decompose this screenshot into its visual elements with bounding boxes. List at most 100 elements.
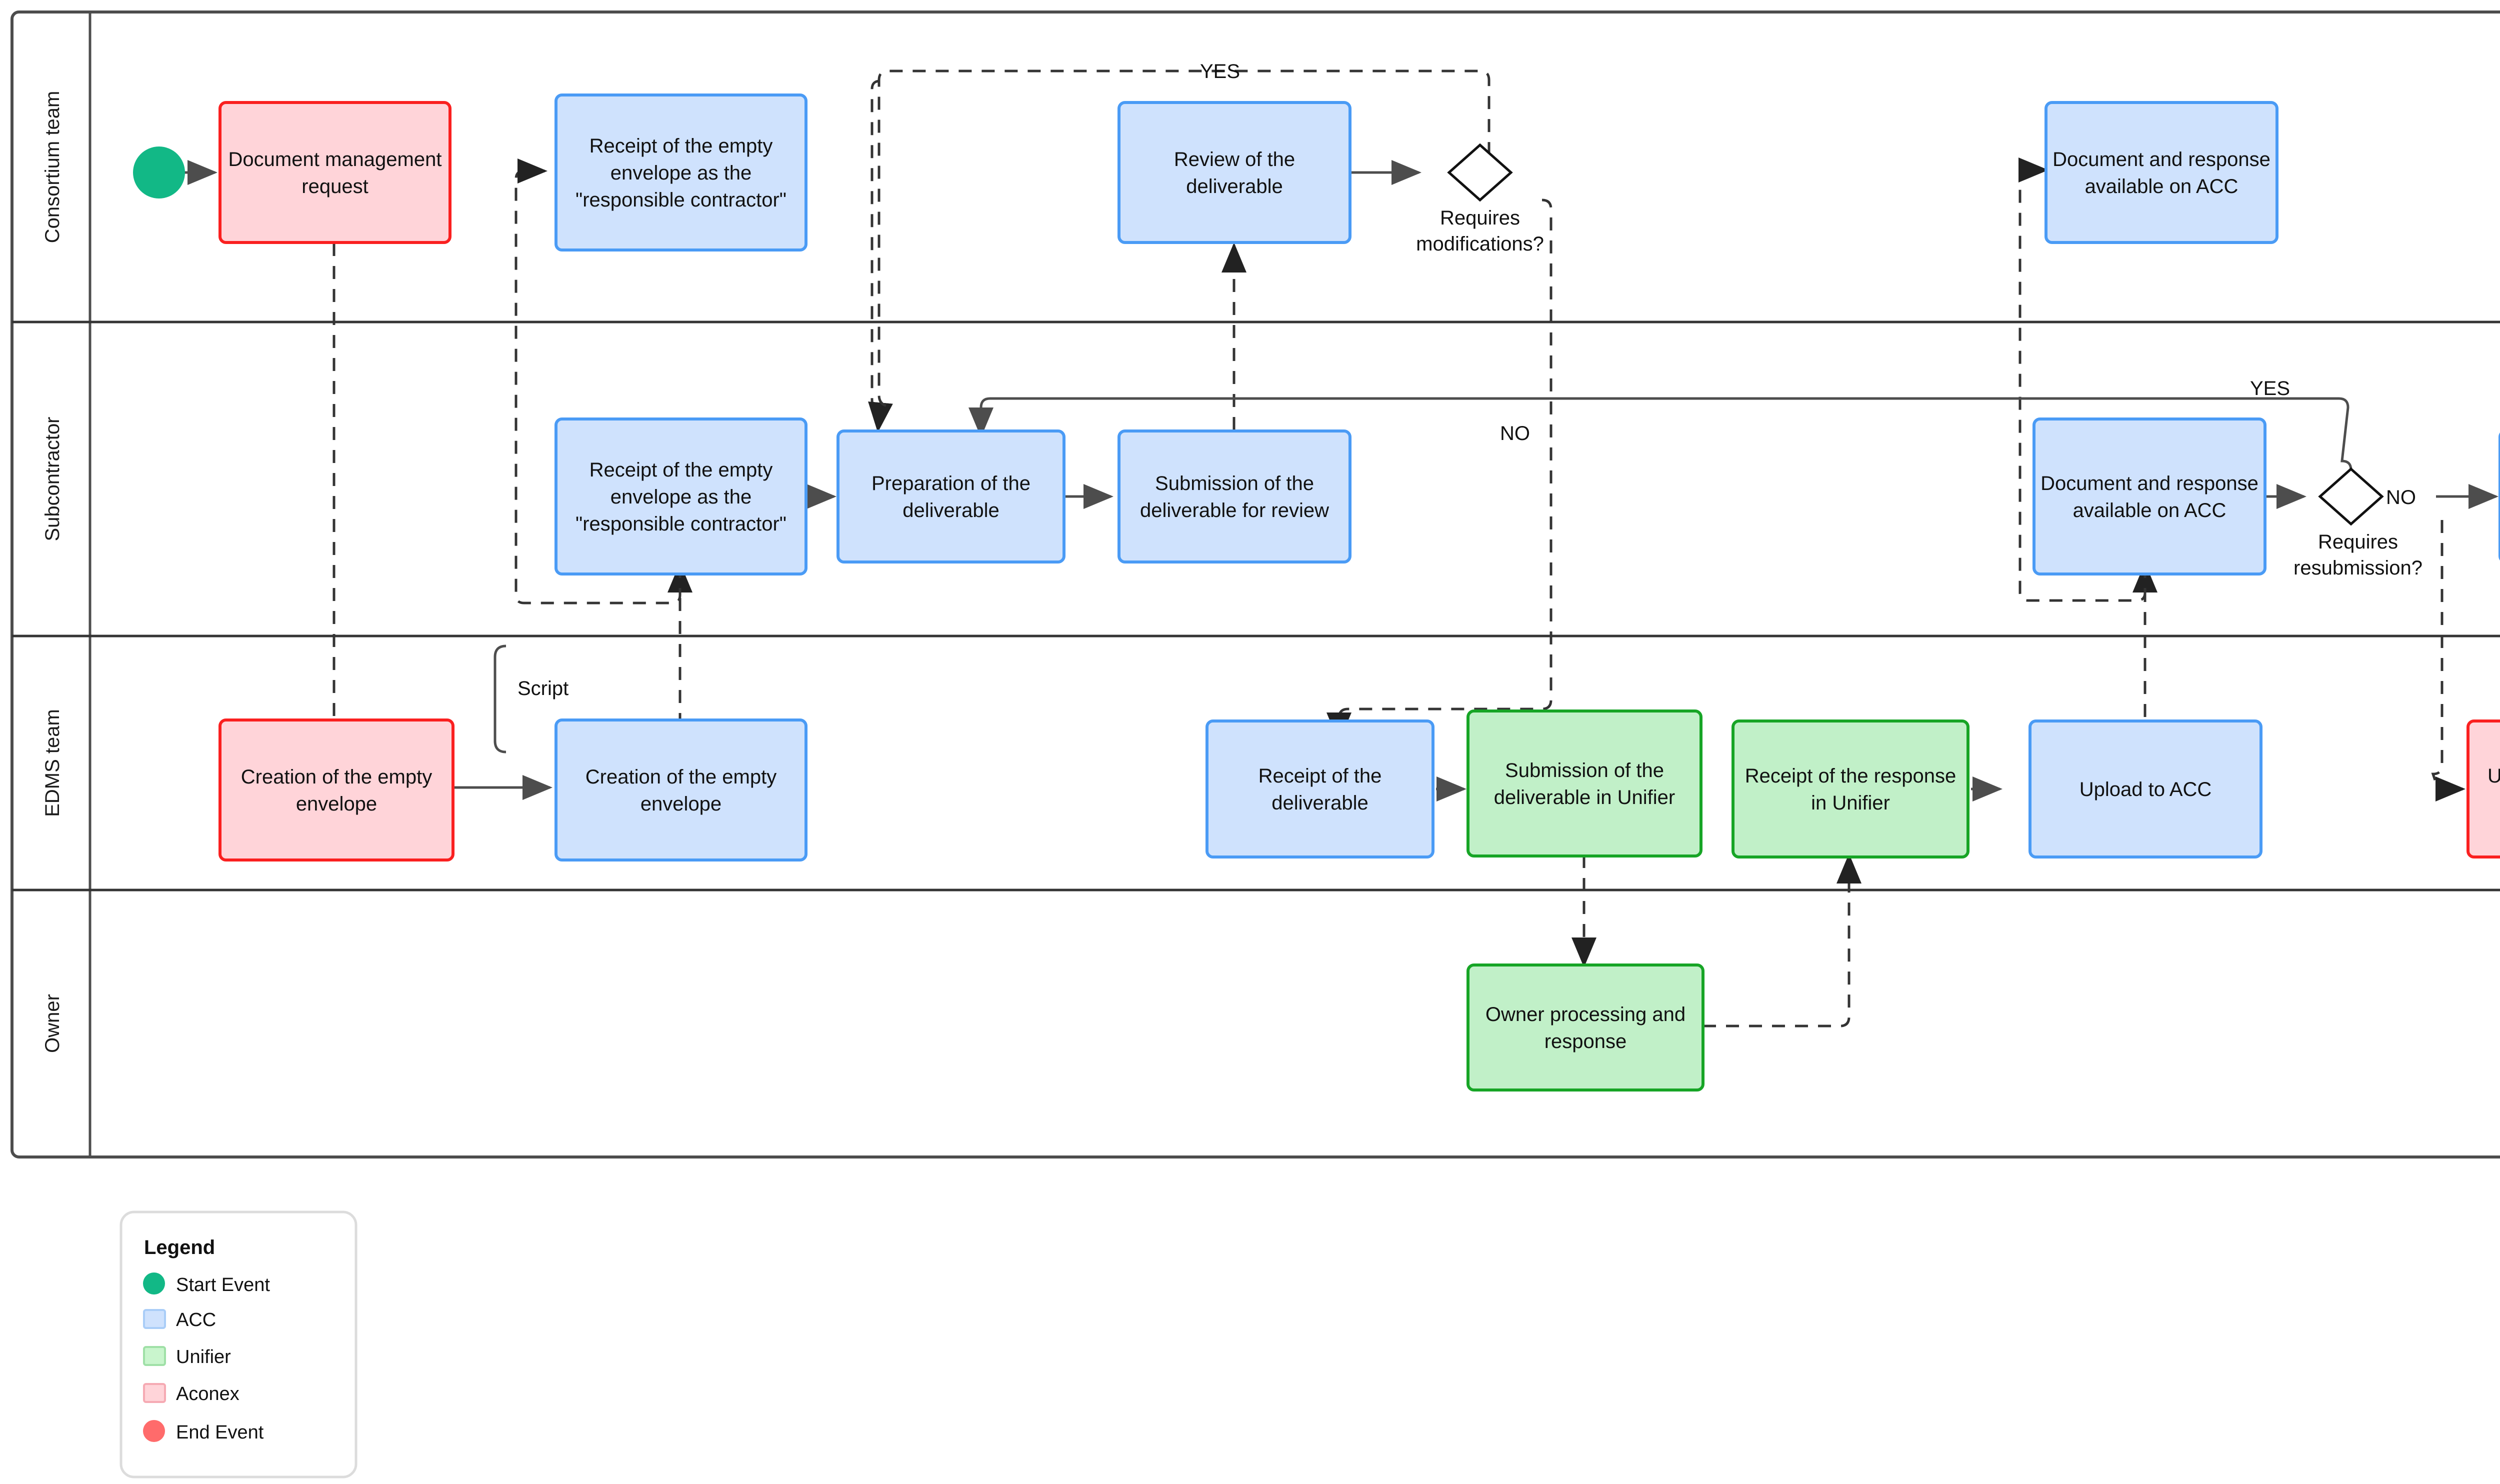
task-label: Document management request (228, 148, 442, 198)
task-label: Receipt of the empty envelope as the "re… (576, 135, 786, 211)
legend-label: End Event (176, 1422, 264, 1443)
task-box[interactable] (554, 94, 808, 252)
lane-label-consortium-team: Consortium team (42, 91, 64, 244)
task-label: Owner processing and response (1485, 1004, 1686, 1052)
task-label-wrap: Document and response available on ACC (2040, 472, 2258, 522)
node-document-response-available-acc-consortium[interactable]: Document and response available on ACC (2044, 101, 2278, 244)
node-receipt-empty-envelope-consortium[interactable]: Receipt of the empty envelope as the "re… (554, 94, 808, 252)
pool (10, 10, 2500, 1158)
task-box[interactable] (1466, 710, 1702, 858)
lane-label-edms-team: EDMS team (42, 709, 64, 817)
start-event-icon[interactable] (133, 146, 185, 198)
node-review-of-the-deliverable[interactable]: Review of the deliverable (1118, 101, 1352, 244)
edge-label-no-modifications: NO (1500, 422, 1530, 444)
legend-title: Legend (144, 1236, 215, 1258)
node-document-management-request[interactable]: Document management request (218, 101, 452, 244)
task-label-wrap: Submission of the deliverable in Unifier (1494, 760, 1676, 808)
node-preparation-of-the-deliverable[interactable]: Preparation of the deliverable (836, 430, 1066, 564)
node-requires-resubmission-gateway[interactable]: Requires resubmission? (2260, 467, 2456, 599)
task-label-wrap: Document management request (228, 148, 442, 198)
task-label: Preparation of the deliverable (872, 472, 1030, 522)
flow-document-response-subcontractor-to-consortium (2018, 158, 2146, 602)
node-upload-to-acc[interactable]: Upload to ACC (2028, 720, 2262, 858)
gateway-label: Requires resubmission? (2294, 531, 2422, 579)
task-box[interactable] (1466, 964, 1704, 1092)
legend-swatch-end-event-icon (143, 1420, 165, 1442)
gateway-label-wrap: Requires modifications? (1416, 207, 1544, 255)
task-label: Review of the deliverable (1174, 148, 1296, 198)
node-requires-modifications-gateway[interactable]: Requires modifications? (1380, 143, 1580, 270)
task-label: Receipt of the deliverable (1258, 765, 1382, 814)
task-box[interactable] (1732, 720, 1970, 858)
task-box[interactable] (2466, 720, 2500, 858)
task-label-wrap: Creation of the empty envelope (585, 766, 777, 815)
lane-label-subcontractor: Subcontractor (42, 416, 64, 541)
task-box[interactable] (554, 418, 808, 576)
flow-receipt-envelope-subcontractor-to-consortium (514, 158, 682, 604)
task-label-wrap: Submission of the deliverable for review (1140, 472, 1329, 522)
task-label: Upload for archiving in Aconex (2488, 765, 2500, 787)
legend-item-end-event: End Event (143, 1420, 264, 1443)
legend-label: Unifier (176, 1346, 231, 1368)
task-box[interactable] (2028, 720, 2262, 858)
node-submission-deliverable-unifier[interactable]: Submission of the deliverable in Unifier (1466, 710, 1702, 858)
legend-swatch-aconex-icon (143, 1383, 166, 1403)
node-owner-processing-and-response[interactable]: Owner processing and response (1466, 964, 1704, 1092)
task-label-wrap: Preparation of the deliverable (872, 472, 1030, 522)
task-box[interactable] (2032, 418, 2266, 576)
node-start-event[interactable] (133, 146, 185, 198)
task-box[interactable] (1206, 720, 1434, 858)
script-bracket (494, 644, 506, 754)
node-upload-for-archiving-aconex[interactable]: Upload for archiving in Aconex (2466, 720, 2500, 858)
task-label: Document and response available on ACC (2052, 148, 2270, 198)
legend-item-aconex: Aconex (143, 1383, 240, 1404)
node-submission-of-the-deliverable-for-review[interactable]: Submission of the deliverable for review (1118, 430, 1352, 564)
task-label-wrap: Receipt of the empty envelope as the "re… (576, 459, 786, 535)
legend-item-start-event: Start Event (143, 1272, 270, 1296)
node-receipt-response-unifier[interactable]: Receipt of the response in Unifier (1732, 720, 1970, 858)
node-creation-empty-envelope-aconex[interactable]: Creation of the empty envelope (218, 718, 454, 862)
task-box[interactable] (836, 430, 1066, 564)
legend-label: ACC (176, 1310, 216, 1330)
lane-labels: Consortium team Subcontractor EDMS team … (42, 91, 64, 1053)
node-creation-empty-envelope-acc[interactable]: Creation of the empty envelope (554, 718, 808, 862)
task-label-wrap: Document and response available on ACC (2052, 148, 2270, 198)
edge-label-yes-resubmission: YES (2250, 378, 2290, 400)
legend-swatch-acc-icon (143, 1309, 166, 1329)
node-document-response-available-acc-subcontractor[interactable]: Document and response available on ACC (2032, 418, 2266, 576)
gateway-diamond[interactable] (2318, 467, 2384, 526)
task-label: Creation of the empty envelope (585, 766, 777, 815)
task-box[interactable] (1118, 101, 1352, 244)
lane-label-owner: Owner (42, 994, 64, 1053)
task-box[interactable] (1118, 430, 1352, 564)
pool-border (10, 10, 2500, 1158)
gateway-label: Requires modifications? (1416, 207, 1544, 255)
flow-receipt-envelope-consortium-to-preparation (868, 80, 893, 432)
task-label: Upload to ACC (2079, 778, 2212, 800)
legend-swatch-start-event-icon (143, 1272, 165, 1294)
legend-swatch-unifier-icon (143, 1346, 166, 1366)
flow-requires-resubmission-yes (968, 397, 2352, 470)
gateway-label-wrap: Requires resubmission? (2294, 531, 2422, 579)
edge-label-no-resubmission: NO (2386, 486, 2416, 508)
task-label-wrap: Review of the deliverable (1174, 148, 1296, 198)
task-box[interactable] (218, 718, 454, 862)
task-label-wrap: Creation of the empty envelope (240, 766, 432, 815)
legend-item-unifier: Unifier (143, 1346, 231, 1368)
task-box[interactable] (2044, 101, 2278, 244)
node-receipt-of-the-deliverable[interactable]: Receipt of the deliverable (1206, 720, 1434, 858)
task-box[interactable] (554, 718, 808, 862)
node-receipt-empty-envelope-subcontractor[interactable]: Receipt of the empty envelope as the "re… (554, 418, 808, 576)
task-label: Submission of the deliverable for review (1140, 472, 1329, 522)
task-label-wrap: Upload to ACC (2079, 778, 2212, 800)
legend-item-acc: ACC (143, 1309, 216, 1330)
task-label: Creation of the empty envelope (240, 766, 432, 815)
task-label: Document and response available on ACC (2040, 472, 2258, 522)
legend-label: Aconex (176, 1384, 240, 1404)
flow-requires-modifications-no (1326, 198, 1552, 742)
gateway-diamond[interactable] (1447, 143, 1513, 202)
task-box[interactable] (218, 101, 452, 244)
task-label: Submission of the deliverable in Unifier (1494, 760, 1676, 808)
